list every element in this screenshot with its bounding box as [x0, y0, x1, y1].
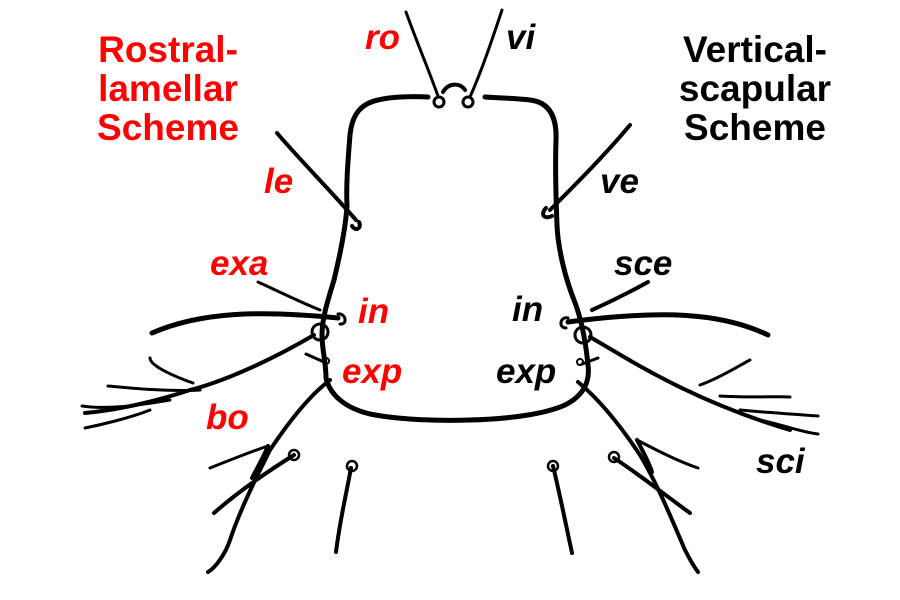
sci-seta: [588, 335, 792, 432]
right-long-seta: [565, 312, 771, 338]
exa-seta: [256, 280, 322, 312]
title-line: Rostral-: [98, 29, 238, 70]
rostrum-bump: [441, 82, 467, 94]
label-ro: ro: [365, 18, 400, 57]
title-line: Scheme: [97, 107, 239, 148]
title-line: lamellar: [98, 68, 238, 109]
label-le: le: [264, 162, 294, 201]
label-exp-left: exp: [342, 352, 403, 391]
bothridium-right: [573, 325, 593, 345]
le-socket: [350, 220, 362, 231]
prodorsum-outline: [319, 94, 591, 423]
label-sce: sce: [614, 244, 673, 283]
in-socket-left: [336, 312, 347, 326]
title-line: Vertical-: [683, 29, 827, 70]
label-ve: ve: [600, 162, 639, 201]
label-in-left: in: [358, 292, 390, 331]
bo-seta: [83, 333, 316, 415]
label-exp-right: exp: [496, 352, 557, 391]
right-flank: [576, 380, 700, 574]
title-line: scapular: [678, 68, 832, 109]
vertical-scapular-scheme-title: Vertical- scapular Scheme: [660, 30, 850, 147]
sce-seta: [590, 280, 650, 312]
ro-seta: [404, 10, 440, 98]
le-seta: [275, 131, 358, 222]
title-line: Scheme: [684, 107, 826, 148]
ve-socket: [541, 206, 554, 220]
label-exa: exa: [210, 244, 269, 283]
exp-left-seta: [304, 352, 326, 364]
left-flank: [206, 378, 332, 574]
exp-right-seta: [580, 356, 600, 366]
in-socket-right: [559, 316, 570, 330]
label-sci: sci: [756, 442, 805, 481]
left-long-seta: [149, 311, 341, 336]
vi-socket: [461, 95, 475, 109]
label-vi: vi: [506, 18, 536, 57]
ve-seta: [548, 123, 632, 212]
rostral-lamellar-scheme-title: Rostral- lamellar Scheme: [78, 30, 258, 147]
bothridium-left: [310, 322, 330, 342]
ro-socket: [432, 95, 446, 109]
label-bo: bo: [206, 398, 249, 437]
label-in-right: in: [512, 290, 544, 329]
vi-seta: [468, 8, 504, 99]
